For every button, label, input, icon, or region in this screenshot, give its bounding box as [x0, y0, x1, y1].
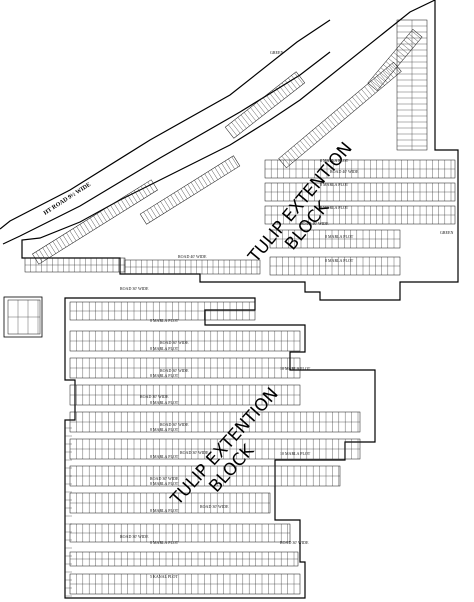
upper-plot-row-2 [264, 205, 456, 225]
lower-plot-row-0 [69, 301, 256, 321]
plot-grid [7, 19, 456, 597]
highway-edge-lower [2, 51, 331, 245]
lower-plot-row-5 [69, 438, 361, 460]
road-label: ROAD 40' WIDE [178, 254, 207, 259]
road-labels: ROAD 30' WIDE ROAD 30' WIDE ROAD 30' WIDE R… [120, 169, 359, 545]
lower-plot-row-9 [69, 551, 299, 567]
plot-type-label: 8 MARLA PLOT [325, 234, 354, 239]
road-label: ROAD 40' WIDE [300, 221, 329, 226]
road-label: ROAD 40' WIDE [330, 169, 359, 174]
plot-type-label: 8 MARLA PLOT [150, 454, 179, 459]
road-label: ROAD 30' WIDE [160, 368, 189, 373]
left-plot-column [65, 419, 72, 597]
lower-plot-row-6 [69, 465, 341, 487]
plot-type-label: 8 MARLA PLOT [150, 400, 179, 405]
road-label: ROAD 30' WIDE [180, 450, 209, 455]
lower-plot-row-3 [69, 384, 301, 406]
plot-type-label: 8 MARLA PLOT [150, 427, 179, 432]
upper-plot-row-3 [269, 229, 401, 249]
lower-plot-row-2 [69, 357, 301, 379]
plot-type-label: 8 MARLA PLOT [150, 373, 179, 378]
road-label: ROAD 30' WIDE [120, 534, 149, 539]
lower-plot-row-1 [69, 330, 301, 352]
left-plot-row-0 [24, 257, 126, 273]
road-label: ROAD 30' WIDE [160, 340, 189, 345]
plot-type-label: 10 MARLA PLOT [280, 451, 311, 456]
plot-type-label: 8 MARLA PLOT [150, 346, 179, 351]
lower-plot-row-4 [69, 411, 361, 433]
plot-type-label: 5 KANAL PLOT [150, 574, 178, 579]
lower-boundary [64, 297, 376, 599]
diagonal-plot-band-0 [32, 179, 158, 265]
plot-type-label: 8 MARLA PLOT [320, 205, 349, 210]
plot-type-label: 8 MARLA PLOT [150, 540, 179, 545]
plot-type-label: 8 MARLA PLOT [325, 258, 354, 263]
road-label: ROAD 30' WIDE [120, 286, 149, 291]
isolated-plot-row [7, 299, 41, 335]
road-label: ROAD 30' WIDE [200, 504, 229, 509]
diagonal-plot-band-1 [139, 155, 241, 225]
road-label: ROAD 30' WIDE [160, 422, 189, 427]
highway-edge-upper [0, 19, 331, 230]
plot-type-label: 10 MARLA PLOT [280, 366, 311, 371]
plot-labels: 8 MARLA PLOT 8 MARLA PLOT 8 MARLA PLOT 8 MA… [150, 158, 354, 579]
left-plot-row-1 [124, 259, 261, 275]
site-boundary [0, 0, 459, 599]
plot-type-label: 8 MARLA PLOT [150, 318, 179, 323]
highway-label: HT ROAD 9½ WIDE [42, 181, 92, 217]
green-area-label: GREEN [440, 230, 453, 235]
upper-boundary [21, 0, 459, 301]
upper-plot-row-1 [264, 182, 456, 202]
upper-plot-row-4 [269, 256, 401, 276]
upper-plot-row-0 [264, 159, 456, 179]
lower-plot-row-7 [69, 492, 271, 514]
isolated-plot-group [3, 296, 43, 338]
plot-type-label: 8 MARLA PLOT [320, 182, 349, 187]
diagonal-plot-band-2 [224, 71, 306, 139]
green-area-label: GREEN [270, 50, 283, 55]
road-label: ROAD 30' WIDE [280, 540, 309, 545]
plot-type-label: 8 MARLA PLOT [150, 508, 179, 513]
lower-plot-row-10 [69, 573, 301, 595]
plot-type-label: 8 MARLA PLOT [150, 481, 179, 486]
lower-plot-row-8 [69, 523, 291, 543]
road-label: ROAD 30' WIDE [140, 394, 169, 399]
misc-labels: GREEN GREEN [270, 50, 453, 235]
plot-type-label: 8 MARLA PLOT [320, 158, 349, 163]
right-plot-column [396, 19, 428, 151]
road-label: ROAD 30' WIDE [150, 476, 179, 481]
